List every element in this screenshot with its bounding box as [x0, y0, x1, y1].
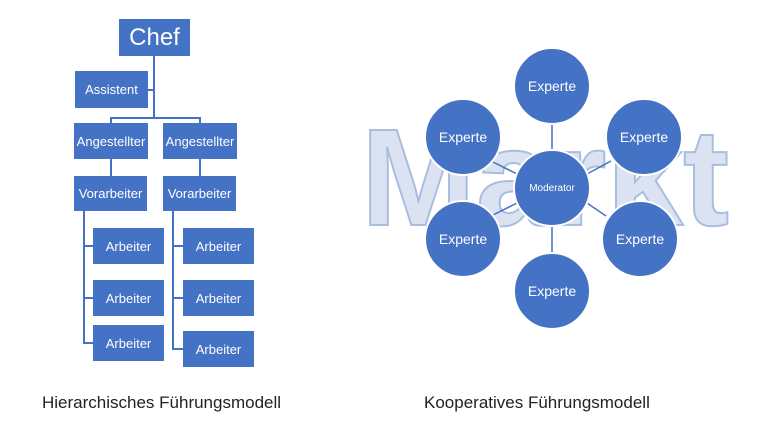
worker-box: Arbeiter [93, 228, 164, 264]
hierarchy-caption: Hierarchisches Führungsmodell [42, 393, 282, 412]
expert-node [601, 200, 679, 278]
connector-line [148, 89, 155, 91]
spoke-line [490, 202, 518, 217]
expert-label: Experte [439, 129, 487, 145]
connector-line [172, 297, 183, 299]
worker-box: Arbeiter [93, 325, 164, 361]
moderator-label: Moderator [529, 183, 575, 194]
expert-node [424, 98, 502, 176]
expert-node [513, 47, 591, 125]
connector-line [172, 245, 183, 247]
connector-line [199, 117, 201, 123]
connector-line [153, 56, 155, 118]
foreman-box: Vorarbeiter [163, 176, 236, 211]
foreman-box: Vorarbeiter [74, 176, 147, 211]
connector-line [83, 245, 94, 247]
cooperative-caption: Kooperatives Führungsmodell [424, 393, 650, 412]
moderator-node [513, 149, 591, 227]
connector-line [83, 211, 85, 344]
expert-label: Experte [620, 129, 668, 145]
connector-line [110, 117, 112, 123]
spoke-line [586, 202, 607, 217]
worker-box: Arbeiter [183, 280, 254, 316]
connector-line [110, 117, 201, 119]
connector-line [199, 159, 201, 176]
connector-line [110, 159, 112, 176]
connector-line [83, 297, 94, 299]
expert-label: Experte [528, 283, 576, 299]
connector-line [172, 348, 183, 350]
worker-box: Arbeiter [183, 228, 254, 264]
assistant-box: Assistent [75, 71, 148, 108]
expert-label: Experte [528, 78, 576, 94]
expert-node [513, 252, 591, 330]
expert-node [424, 200, 502, 278]
spoke-line [490, 160, 518, 175]
expert-label: Experte [616, 231, 664, 247]
spoke-line [586, 160, 612, 175]
employee-box: Angestellter [163, 123, 237, 159]
expert-node [605, 98, 683, 176]
connector-line [83, 342, 94, 344]
connector-line [172, 211, 174, 350]
employee-box: Angestellter [74, 123, 148, 159]
worker-box: Arbeiter [183, 331, 254, 367]
expert-label: Experte [439, 231, 487, 247]
chef-box: Chef [119, 19, 190, 56]
worker-box: Arbeiter [93, 280, 164, 316]
